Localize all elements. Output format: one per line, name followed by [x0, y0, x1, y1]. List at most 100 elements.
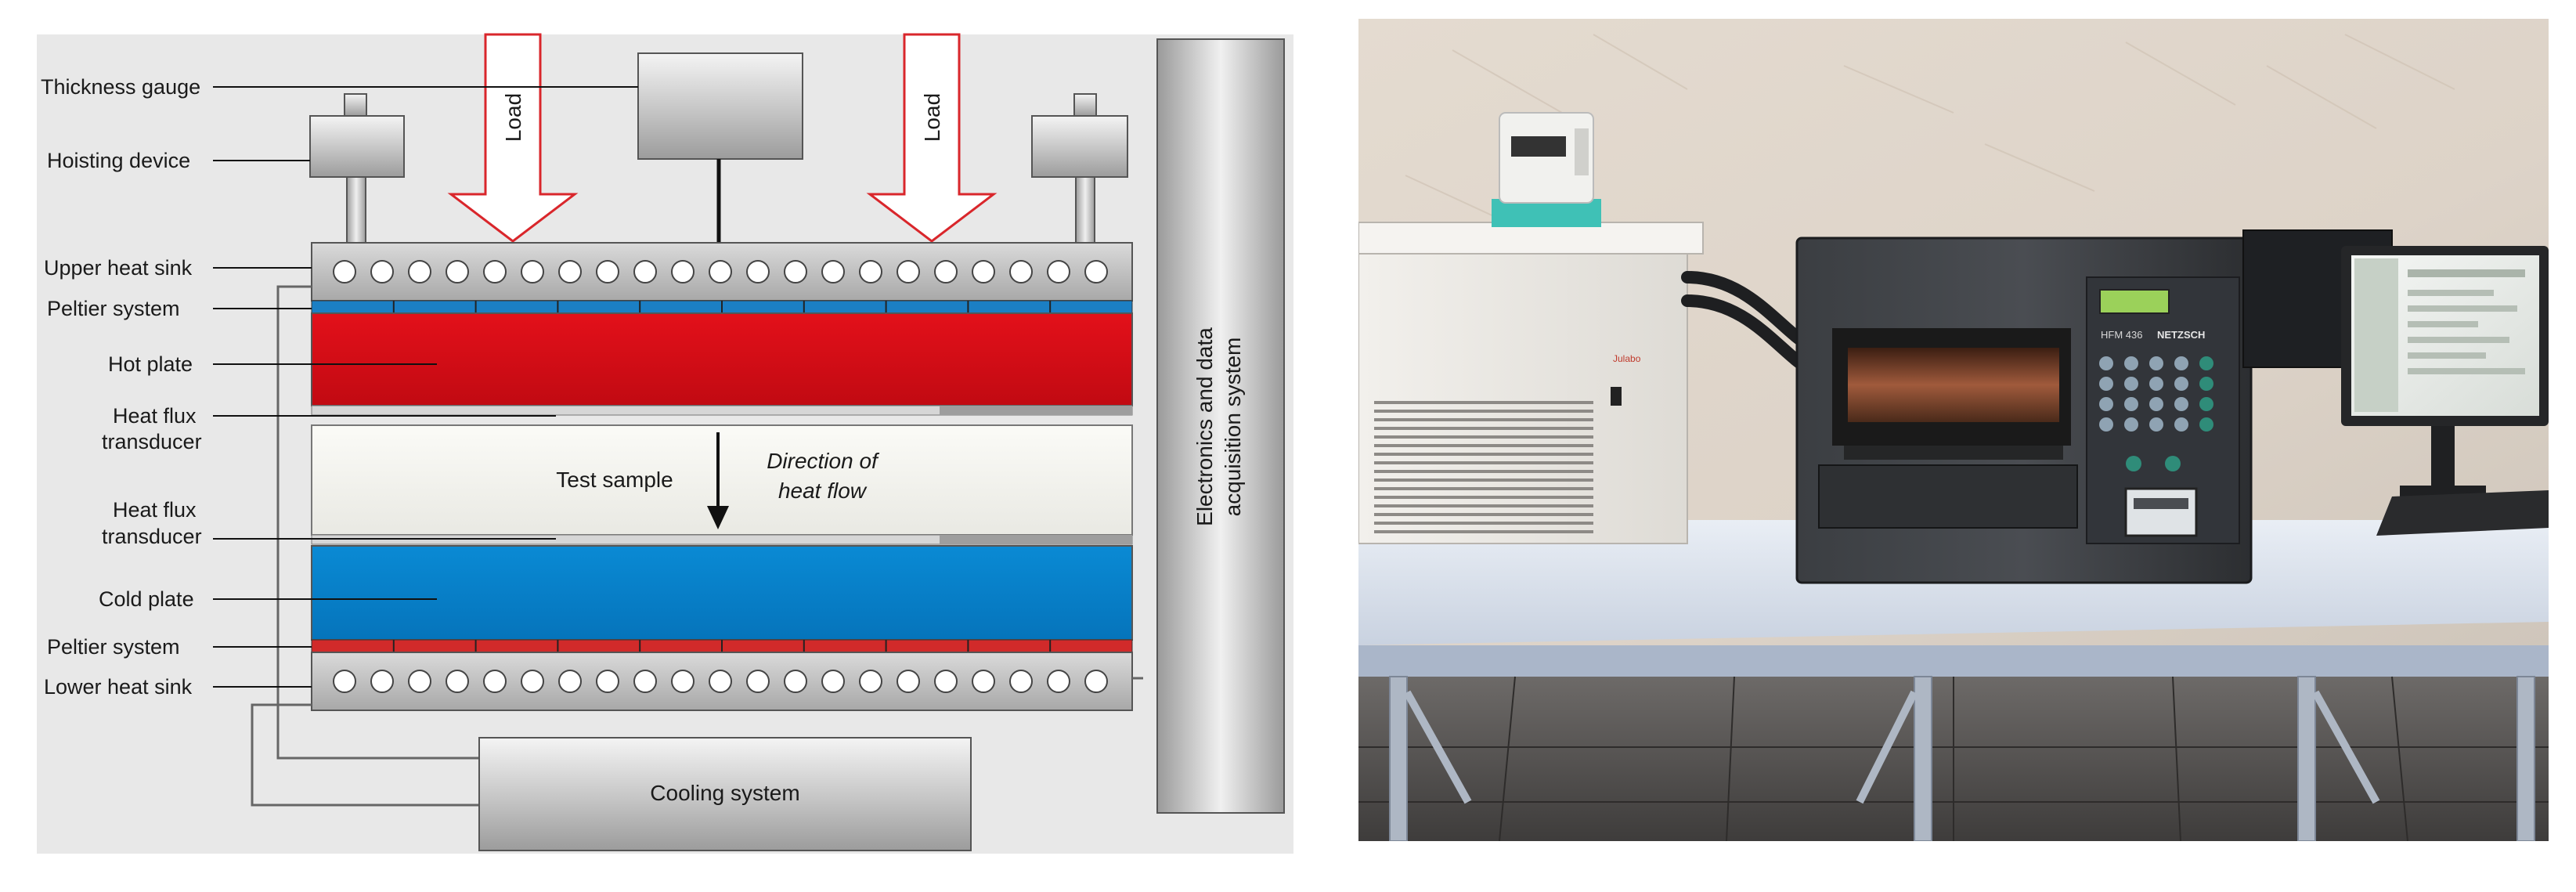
chiller-unit: Julabo [1358, 222, 1704, 544]
keypad-key [2174, 417, 2188, 432]
coolant-channel [671, 260, 695, 283]
coolant-channel [1009, 260, 1033, 283]
sample-chamber-plate [1848, 348, 2059, 422]
keypad-key [2199, 417, 2213, 432]
label-peltier-top: Peltier system [47, 297, 180, 320]
keypad-key [2149, 417, 2163, 432]
coolant-channel [558, 260, 582, 283]
thickness-gauge [637, 52, 803, 160]
coolant-channel [746, 260, 770, 283]
wall-texture [1405, 34, 2455, 223]
heat-flow-arrow-head [707, 506, 729, 529]
coolant-channel [934, 260, 958, 283]
keypad-key [2149, 397, 2163, 411]
keyboard [2376, 490, 2549, 536]
coolant-channel [446, 670, 469, 693]
coolant-channel [821, 260, 845, 283]
keypad-key [2124, 397, 2138, 411]
label-hoisting-device: Hoisting device [47, 149, 190, 172]
coolant-channel [821, 670, 845, 693]
keypad-key [2099, 377, 2113, 391]
keypad-key [2174, 356, 2188, 370]
peltier-bottom-elements [392, 640, 1052, 652]
computer [2242, 229, 2549, 536]
hoisting-device-right [1031, 93, 1128, 244]
peltier-top-elements [392, 301, 1052, 313]
coolant-channel [483, 260, 507, 283]
cold-plate [311, 545, 1133, 641]
label-lower-heat-sink: Lower heat sink [44, 675, 193, 699]
coolant-channel [784, 260, 807, 283]
cooling-pipes [251, 285, 1143, 807]
test-sample-label: Test sample [556, 468, 673, 492]
coolant-channel [859, 670, 882, 693]
coolant-channel [972, 260, 995, 283]
coolant-channel [408, 670, 431, 693]
label-peltier-bottom: Peltier system [47, 635, 180, 659]
coolant-channel [558, 670, 582, 693]
coolant-channel [859, 260, 882, 283]
coolant-channel [633, 670, 657, 693]
coolant-channel [408, 260, 431, 283]
coolant-channel [1084, 260, 1108, 283]
keypad-key [2174, 377, 2188, 391]
keypad-key [2124, 377, 2138, 391]
coolant-channel [333, 670, 356, 693]
hfm-instrument: HFM 436 NETZSCH [1795, 237, 2253, 584]
keypad-key [2199, 356, 2213, 370]
keypad-key [2199, 377, 2213, 391]
status-button-2 [2165, 456, 2181, 471]
label-cold-plate: Cold plate [99, 587, 194, 611]
coolant-channel [596, 260, 619, 283]
keypad-key [2124, 356, 2138, 370]
cooling-system-box [478, 737, 972, 851]
keypad-key [2099, 356, 2113, 370]
keypad-key [2149, 356, 2163, 370]
label-heat-flux-bottom-2: transducer [102, 525, 202, 548]
coolant-channel [1047, 670, 1070, 693]
keypad-key [2124, 417, 2138, 432]
heat-flux-transducer-top-sensor [940, 406, 1132, 415]
printer-slot [2124, 487, 2198, 537]
chiller-vent-grille [1374, 401, 1593, 533]
keypad-key [2099, 417, 2113, 432]
load-arrow-left: Load [447, 33, 579, 243]
table-legs [1389, 676, 2535, 841]
direction-label-line2: heat flow [778, 479, 868, 503]
electronics-label-line2: acquisition system [1221, 338, 1245, 517]
coolant-channel [596, 670, 619, 693]
keypad-key [2099, 397, 2113, 411]
label-heat-flux-top-2: transducer [102, 430, 202, 453]
table-edge [1358, 645, 2549, 677]
load-arrow-right: Load [866, 33, 998, 243]
upper-heat-sink-coolant-channels [333, 260, 1108, 283]
coolant-channel [370, 260, 394, 283]
front-lid [1818, 464, 2078, 529]
coolant-channel [671, 670, 695, 693]
status-button-1 [2126, 456, 2141, 471]
keypad [2099, 356, 2213, 432]
label-hot-plate: Hot plate [108, 352, 193, 376]
coolant-channel [784, 670, 807, 693]
coolant-channel [446, 260, 469, 283]
label-heat-flux-bottom-1: Heat flux [113, 498, 197, 522]
keypad-key [2199, 397, 2213, 411]
meter-brand-label: NETZSCH [2157, 329, 2205, 341]
coolant-channel [333, 260, 356, 283]
coolant-channel [483, 670, 507, 693]
left-labels: Thickness gauge Hoisting device Upper he… [41, 75, 638, 699]
cooling-system-label: Cooling system [650, 781, 799, 805]
keypad-key [2174, 397, 2188, 411]
load-label-left: Load [501, 93, 525, 142]
hfm-instrument-photo: Julabo HFM 436 NETZSCH [1358, 19, 2549, 841]
coolant-channel [709, 260, 732, 283]
keypad-key [2149, 377, 2163, 391]
coolant-channel [633, 260, 657, 283]
coolant-channel [709, 670, 732, 693]
hfm-schematic-diagram: Electronics and data acquisition system … [37, 33, 1293, 854]
hoisting-device-left [309, 93, 405, 244]
electronics-label-line1: Electronics and data [1192, 327, 1217, 526]
coolant-channel [1009, 670, 1033, 693]
lcd-display [2099, 289, 2170, 314]
coolant-channel [521, 260, 544, 283]
